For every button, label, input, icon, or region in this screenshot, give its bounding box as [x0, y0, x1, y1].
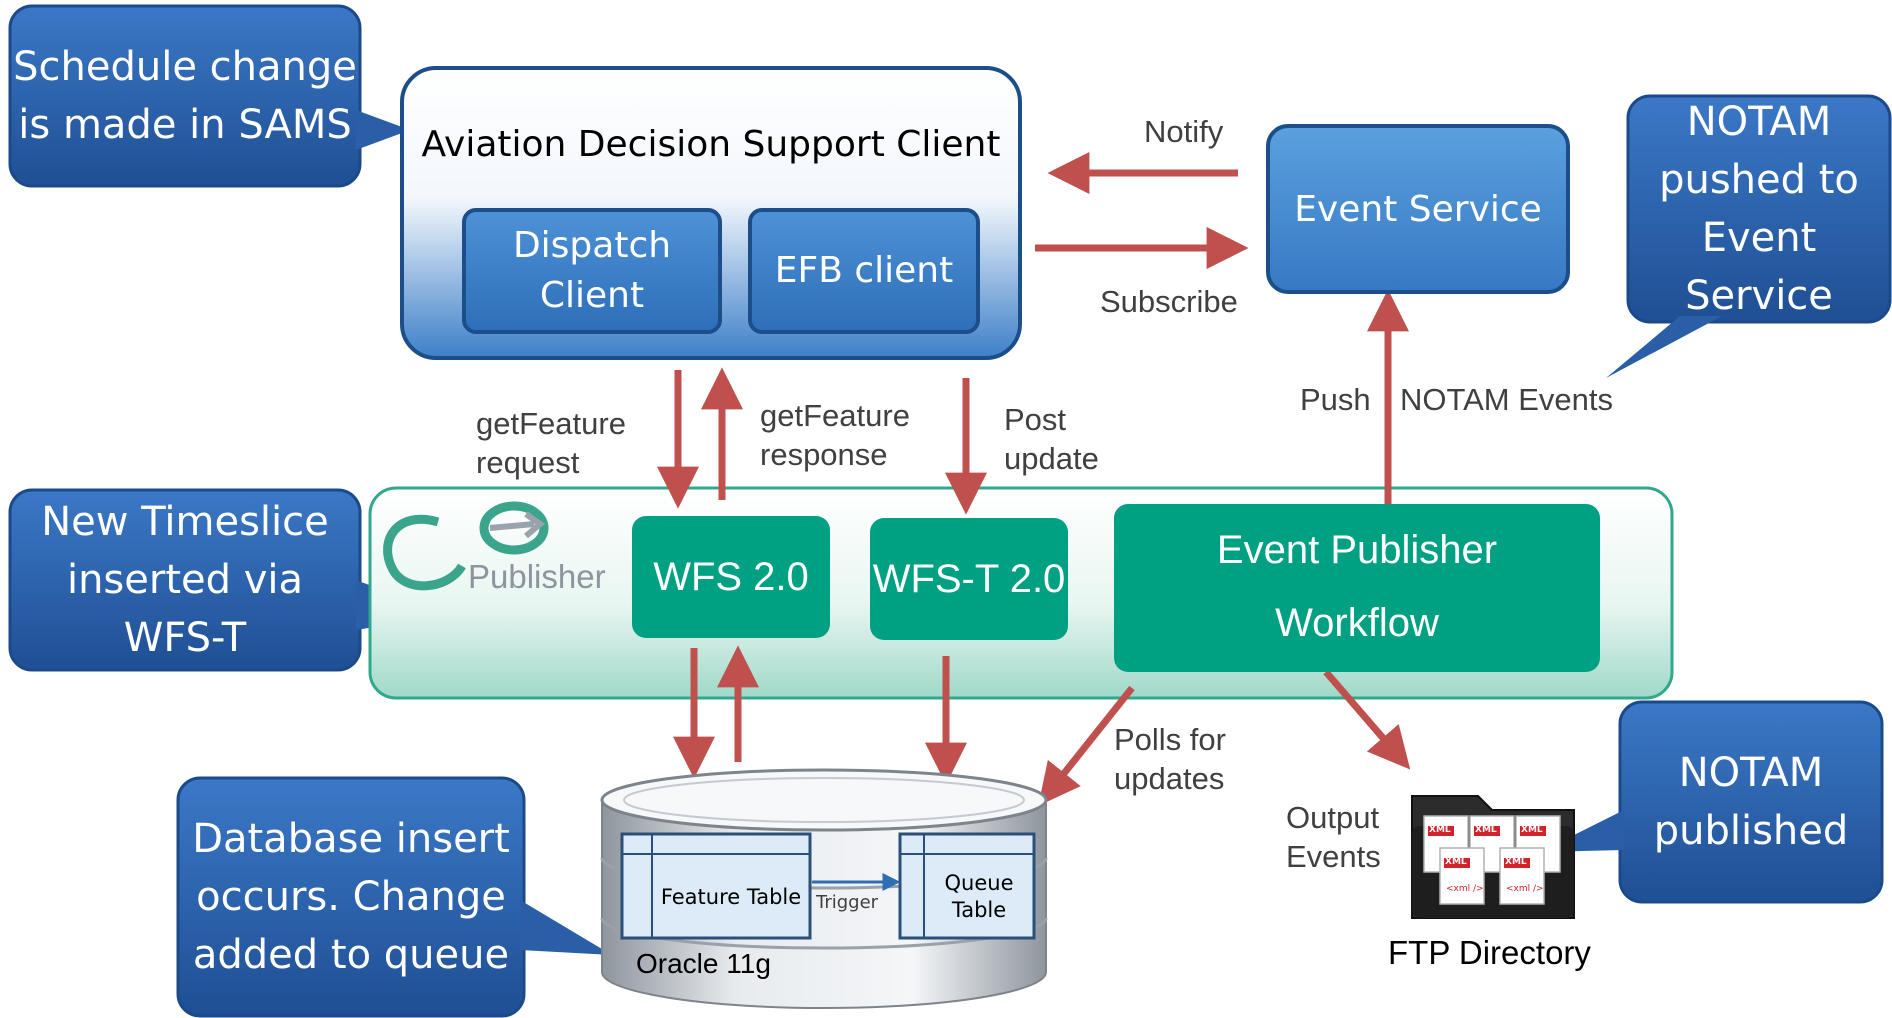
xml-tag-2: <xml />	[1506, 884, 1544, 894]
event-publisher-box: Event Publisher Workflow	[1114, 504, 1600, 672]
efb-client-label: EFB client	[774, 250, 954, 291]
subscribe-label: Subscribe	[1100, 284, 1238, 319]
dispatch-client-label: Dispatch Client	[512, 225, 672, 316]
callout-notam-pushed: NOTAM pushed to Event Service	[1659, 99, 1859, 319]
callout-database: Database insert occurs. Change added to …	[192, 816, 510, 978]
xml-badge-4: XML	[1445, 857, 1467, 867]
callout-timeslice: New Timeslice inserted via WFS-T	[41, 499, 329, 661]
oracle-database-icon	[600, 768, 1048, 1009]
xml-badge-5: XML	[1505, 857, 1527, 867]
dispatch-client-box: Dispatch Client	[462, 208, 722, 334]
polls-label: Polls for updates	[1114, 722, 1226, 796]
push-label: Push	[1300, 382, 1371, 417]
polls-arrow	[1038, 685, 1135, 806]
notify-label: Notify	[1144, 114, 1224, 149]
output-events-arrow	[1323, 669, 1411, 770]
output-events-label: Output Events	[1286, 800, 1381, 874]
go-publisher-logo-icon	[383, 501, 549, 591]
callout-shape-schedule	[8, 4, 410, 188]
oracle-label: Oracle 11g	[636, 948, 771, 979]
queue-table-label: Queue Table	[944, 871, 1014, 922]
post-update-label: Post update	[1004, 402, 1099, 476]
event-service-label: Event Service	[1294, 188, 1542, 230]
ftp-folder-icon	[1411, 795, 1575, 919]
client-title: Aviation Decision Support Client	[421, 124, 1001, 165]
efb-client-box: EFB client	[748, 208, 980, 334]
xml-tag-1: <xml />	[1446, 884, 1484, 894]
feature-table-label: Feature Table	[660, 884, 802, 909]
event-service-box: Event Service	[1266, 124, 1570, 294]
event-publisher-line2: Workflow	[1275, 601, 1439, 645]
callout-shape-database	[176, 776, 612, 1018]
callout-shape-notam-pushed	[1606, 94, 1892, 378]
xml-badge-3: XML	[1521, 825, 1543, 835]
trigger-label: Trigger	[816, 892, 879, 913]
wfst-label: WFS-T 2.0	[872, 557, 1066, 601]
getfeature-response-label: getFeature response	[760, 398, 910, 472]
publisher-logo-text: Publisher	[468, 558, 606, 595]
notam-events-label: NOTAM Events	[1400, 382, 1614, 417]
wfst-box: WFS-T 2.0	[870, 518, 1068, 640]
callout-schedule: Schedule change is made in SAMS	[13, 44, 357, 148]
wfs-box: WFS 2.0	[632, 516, 830, 638]
callout-notam-published: NOTAM published	[1653, 750, 1849, 854]
event-publisher-line1: Event Publisher	[1216, 528, 1498, 572]
xml-badge-1: XML	[1429, 825, 1451, 835]
xml-badge-2: XML	[1475, 825, 1497, 835]
getfeature-request-label: getFeature request	[476, 406, 626, 480]
ftp-directory-label: FTP Directory	[1388, 934, 1591, 971]
wfs-label: WFS 2.0	[653, 555, 809, 599]
